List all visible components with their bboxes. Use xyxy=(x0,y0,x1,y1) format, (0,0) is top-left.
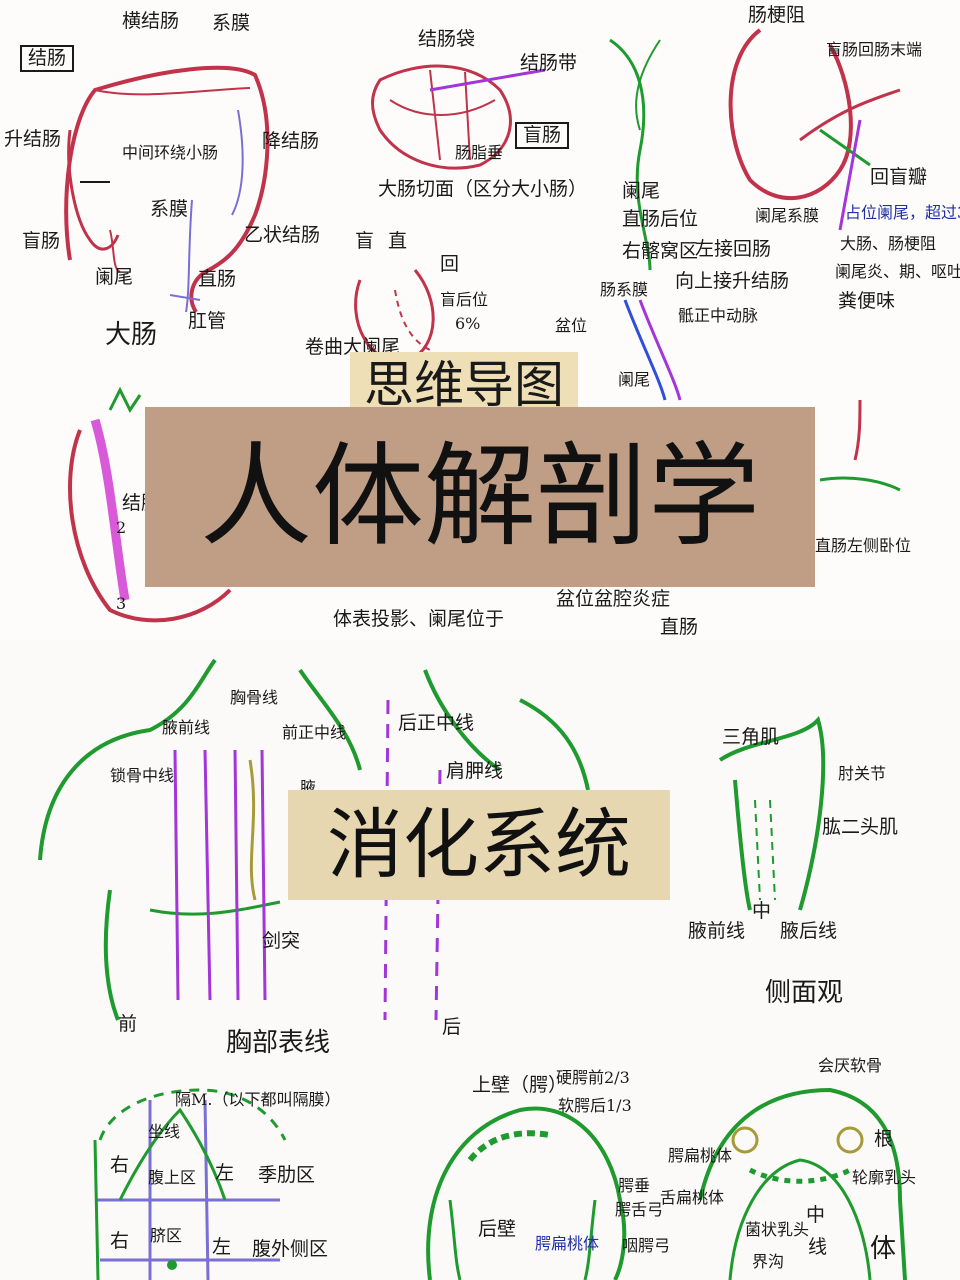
colon-boxed-label: 结肠 xyxy=(20,45,75,72)
notes-sheet-bottom: 腋前线 锁骨中线 胸骨线 前正中线 后正中线 肩胛线 剑突 腋 前 胸部表线 后… xyxy=(0,640,960,1280)
tonsil-label: 腭扁桃体 xyxy=(668,1146,733,1165)
appendix-label: 阑尾 xyxy=(95,266,134,288)
ascending-colon-label: 升结肠 xyxy=(4,128,62,150)
chest-lines-caption: 胸部表线 xyxy=(226,1028,331,1058)
subtitle: 消化系统 xyxy=(288,790,670,900)
epiploic-label: 肠脂垂 xyxy=(455,143,504,162)
deltoid-label: 三角肌 xyxy=(722,726,780,748)
lingual-tonsil-label: 舌扁桃体 xyxy=(660,1188,725,1207)
appendix-types-caption: 卷曲大阑尾 xyxy=(305,336,401,358)
front-label: 前 xyxy=(118,1013,138,1035)
transverse-colon-label: 横结肠 xyxy=(122,10,180,32)
ileocecal-blue-note: 占位阑尾，超过3% xyxy=(845,203,960,222)
large-intestine-caption: 大肠 xyxy=(105,320,158,350)
uvula-label: 腭垂 xyxy=(618,1176,651,1195)
iliac-fossa-label: 右髂窝区 xyxy=(622,240,699,262)
anal-canal-label: 肛管 xyxy=(188,310,227,332)
mesentery3-label: 肠系膜 xyxy=(600,280,649,299)
xiphoid-label: 剑突 xyxy=(262,930,301,952)
left-lateral-label: 直肠左侧卧位 xyxy=(815,536,912,555)
mesoappendix-label: 阑尾系膜 xyxy=(755,206,820,225)
palatoglossal-label: 腭舌弓 xyxy=(615,1200,664,1219)
lateral-view-caption: 侧面观 xyxy=(765,978,844,1008)
scapular-line-label: 肩胛线 xyxy=(446,760,504,782)
diaphragm-label: 隔M.（以下都叫隔膜） xyxy=(175,1090,341,1109)
ileocecal-note-3: 粪便味 xyxy=(838,290,896,312)
sigmoid-colon-label: 乙状结肠 xyxy=(244,224,321,246)
ileus-label: 肠梗阻 xyxy=(748,4,806,26)
pelvic-inflammation-label: 盆位盆腔炎症 xyxy=(556,588,671,610)
anterior-axillary-label: 腋前线 xyxy=(162,718,211,737)
rectum-bottom-label: 直肠 xyxy=(660,616,699,638)
region-right-upper: 右 xyxy=(110,1154,130,1176)
palatopharyngeal-label: 咽腭弓 xyxy=(622,1236,671,1255)
lateral-mid-label: 中 xyxy=(752,900,772,922)
colon-section-caption: 大肠切面（区分大小肠） xyxy=(378,178,588,200)
type-ileum-label: 回 xyxy=(440,253,460,275)
small-intestine-label: 中间环绕小肠 xyxy=(122,143,219,162)
hypochondriac-label: 季肋区 xyxy=(258,1164,316,1186)
appendix-pos-label: 阑尾 xyxy=(622,180,661,202)
palatine-tonsil-oral-label: 腭扁桃体 xyxy=(535,1234,600,1253)
epigastric-label: 腹上区 xyxy=(148,1168,197,1187)
hard-palate-label: 硬腭前2/3 xyxy=(556,1068,630,1087)
elbow-label: 肘关节 xyxy=(838,764,887,783)
tongue-body-label: 体 xyxy=(870,1234,897,1264)
surface-projection-label: 体表投影、阑尾位于 xyxy=(333,608,505,630)
haustra-label: 结肠袋 xyxy=(418,28,476,50)
back-label: 后 xyxy=(442,1016,462,1038)
midclavicular-label: 锁骨中线 xyxy=(110,766,175,785)
sitting-line-label: 坐线 xyxy=(148,1122,181,1141)
type-rectum-label: 直 xyxy=(388,230,408,252)
posterior-median-label: 后正中线 xyxy=(398,712,475,734)
region-left-upper: 左 xyxy=(215,1162,235,1184)
lumbar-label: 腹外侧区 xyxy=(252,1238,329,1260)
ileocecal-note-1: 大肠、肠梗阻 xyxy=(840,234,937,253)
large-intestine-sketches xyxy=(64,28,901,623)
region-right-lower: 右 xyxy=(110,1230,130,1252)
tongue-line-label: 线 xyxy=(808,1236,828,1258)
mesentery2-label: 系膜 xyxy=(150,198,189,220)
ileocecal-valve-label: 回盲瓣 xyxy=(870,166,928,188)
main-title: 人体解剖学 xyxy=(145,407,815,587)
type-pelvic-label: 盆位 xyxy=(555,316,588,335)
vallate-label: 轮廓乳头 xyxy=(852,1168,917,1187)
sacral-artery-label: 骶正中动脉 xyxy=(678,306,759,325)
umbilical-label: 脐区 xyxy=(150,1226,183,1245)
biceps-label: 肱二头肌 xyxy=(822,816,899,838)
ileum-join-label: 左接回肠 xyxy=(695,238,772,260)
stomach-num-3: 3 xyxy=(116,594,127,613)
stomach-num-2: 2 xyxy=(116,518,127,537)
terminal-ileum-label: 盲肠回肠末端 xyxy=(826,40,923,59)
taenia-label: 结肠带 xyxy=(520,52,578,74)
upper-wall-label: 上壁（腭） xyxy=(472,1074,568,1096)
cecum-boxed-label: 盲肠 xyxy=(515,122,570,149)
sulcus-label: 界沟 xyxy=(752,1252,785,1271)
chest-oral-sketches xyxy=(38,658,907,1280)
lateral-anterior-axillary-label: 腋前线 xyxy=(688,920,746,942)
type-retrocecal-label: 盲后位 xyxy=(440,290,489,309)
sternal-line-label: 胸骨线 xyxy=(230,688,279,707)
ileocecal-note-2: 阑尾炎、期、呕吐 xyxy=(835,262,960,281)
type-cecum-label: 盲 xyxy=(355,230,375,252)
region-left-lower: 左 xyxy=(212,1236,232,1258)
retrocecal-label: 直肠后位 xyxy=(622,208,699,230)
mesentery-label: 系膜 xyxy=(212,12,251,34)
descending-colon-label: 降结肠 xyxy=(262,130,320,152)
epiglottis-label: 会厌软骨 xyxy=(818,1056,883,1075)
cecum-label: 盲肠 xyxy=(22,230,61,252)
soft-palate-label: 软腭后1/3 xyxy=(558,1096,632,1115)
rectum-label: 直肠 xyxy=(198,268,237,290)
ascending-join-label: 向上接升结肠 xyxy=(675,270,790,292)
posterior-axillary-label: 腋后线 xyxy=(780,920,838,942)
fungiform-label: 菌状乳头 xyxy=(745,1220,810,1239)
tongue-mid-label: 中 xyxy=(806,1204,826,1226)
type-appendix-label: 阑尾 xyxy=(618,370,651,389)
posterior-wall-label: 后壁 xyxy=(478,1218,517,1240)
anterior-median-label: 前正中线 xyxy=(282,723,347,742)
root-label: 根 xyxy=(874,1128,894,1150)
type-percent-label: 6% xyxy=(455,314,481,333)
